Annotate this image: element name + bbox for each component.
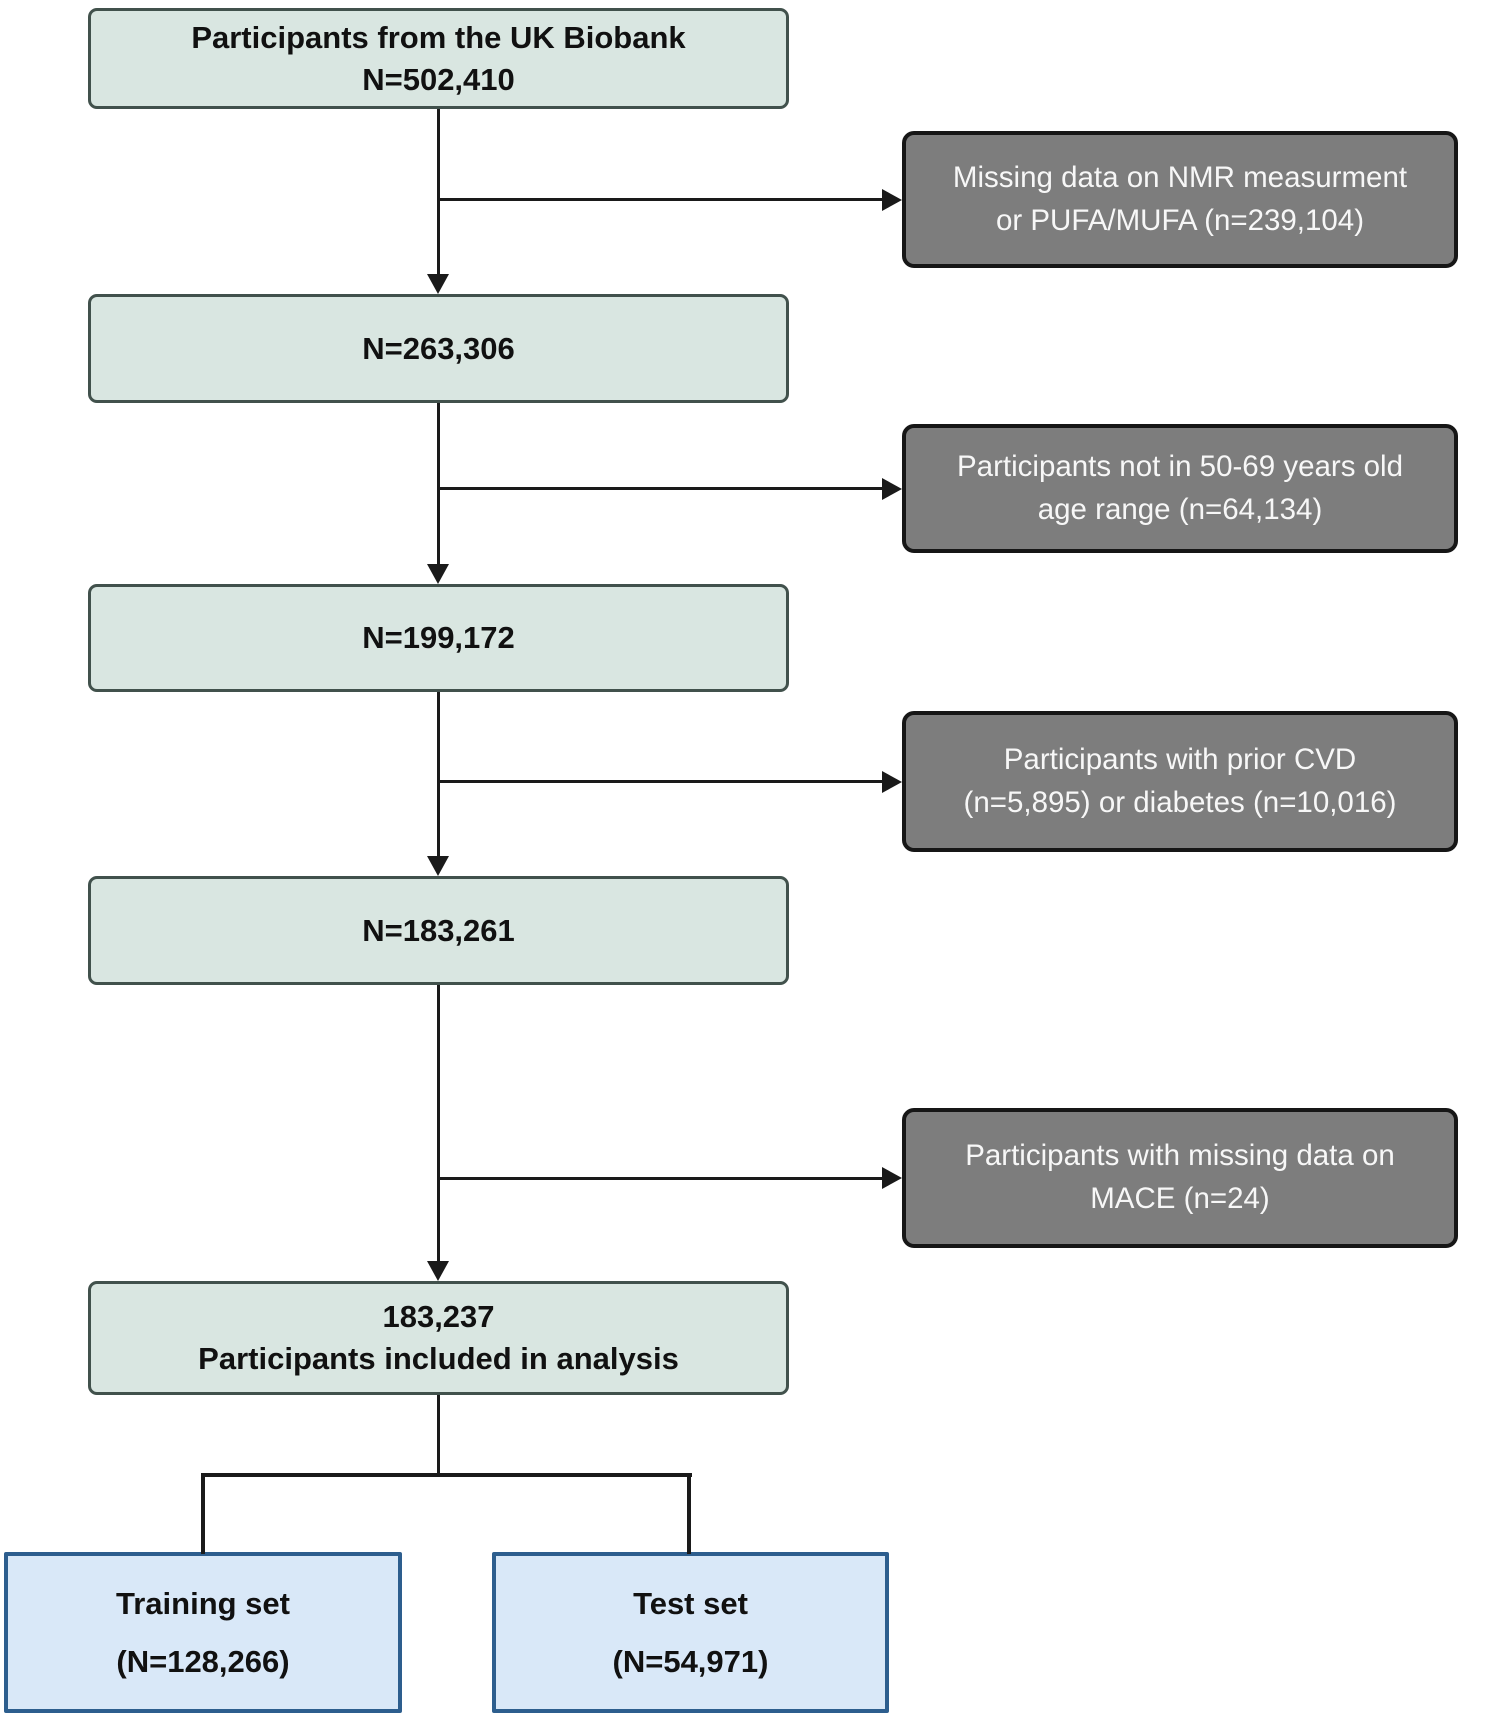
exclusion-box-nmr-missing: Missing data on NMR measurment or PUFA/M… [902,131,1458,268]
flow-box-source: Participants from the UK Biobank N=502,4… [88,8,789,109]
box-text-line: MACE (n=24) [1090,1182,1270,1215]
branch-line [438,1177,882,1180]
split-stub-left [201,1473,205,1554]
box-text-line: (n=5,895) or diabetes (n=10,016) [963,785,1397,819]
box-text-line: (N=54,971) [612,1643,769,1679]
exclusion-box-cvd-diabetes: Participants with prior CVD (n=5,895) or… [902,711,1458,852]
connector-line [437,109,440,276]
box-text-line: Test set [633,1586,748,1622]
box-text-line: Participants not in 50-69 years old [956,449,1404,483]
branch-line [438,198,882,201]
arrow-right-icon [882,771,902,793]
arrow-down-icon [427,564,449,584]
connector-line [437,1395,440,1475]
branch-line [438,487,882,490]
box-text-line: age range (n=64,134) [1037,492,1323,526]
split-box-training-set: Training set (N=128,266) [4,1552,402,1713]
box-text-line: N=199,172 [362,620,515,656]
arrow-right-icon [882,478,902,500]
exclusion-box-age-range: Participants not in 50-69 years old age … [902,424,1458,553]
box-text-line: Participants with prior CVD [1003,742,1357,776]
arrow-down-icon [427,1261,449,1281]
box-text-line: or PUFA/MUFA (n=239,104) [995,203,1365,237]
flow-box-after-nmr: N=263,306 [88,294,789,403]
box-text-line: N=263,306 [362,330,515,366]
box-text-line: Participants from the UK Biobank [191,19,686,55]
box-text-line: 183,237 [382,1299,495,1335]
flow-box-included: 183,237 Participants included in analysi… [88,1281,789,1395]
flow-box-after-age: N=199,172 [88,584,789,692]
arrow-right-icon [882,1167,902,1189]
box-text-line: Participants included in analysis [198,1341,679,1376]
exclusion-box-mace-missing: Participants with missing data on MACE (… [902,1108,1458,1248]
box-text-line: (N=128,266) [116,1643,290,1679]
branch-line [438,780,882,783]
split-box-test-set: Test set (N=54,971) [492,1552,889,1713]
connector-line [437,692,440,858]
box-text-line: Missing data on NMR measurment [952,160,1408,194]
connector-line [437,403,440,566]
box-text-line: Training set [116,1586,290,1622]
arrow-down-icon [427,856,449,876]
flow-box-after-cvd: N=183,261 [88,876,789,985]
split-stub-right [687,1473,691,1554]
arrow-down-icon [427,274,449,294]
box-text-line: N=183,261 [362,912,515,948]
box-text-line: N=502,410 [362,61,515,97]
split-crossbar-line [201,1473,692,1477]
connector-line [437,985,440,1263]
arrow-right-icon [882,189,902,211]
box-text-line: Participants with missing data on [965,1139,1395,1173]
